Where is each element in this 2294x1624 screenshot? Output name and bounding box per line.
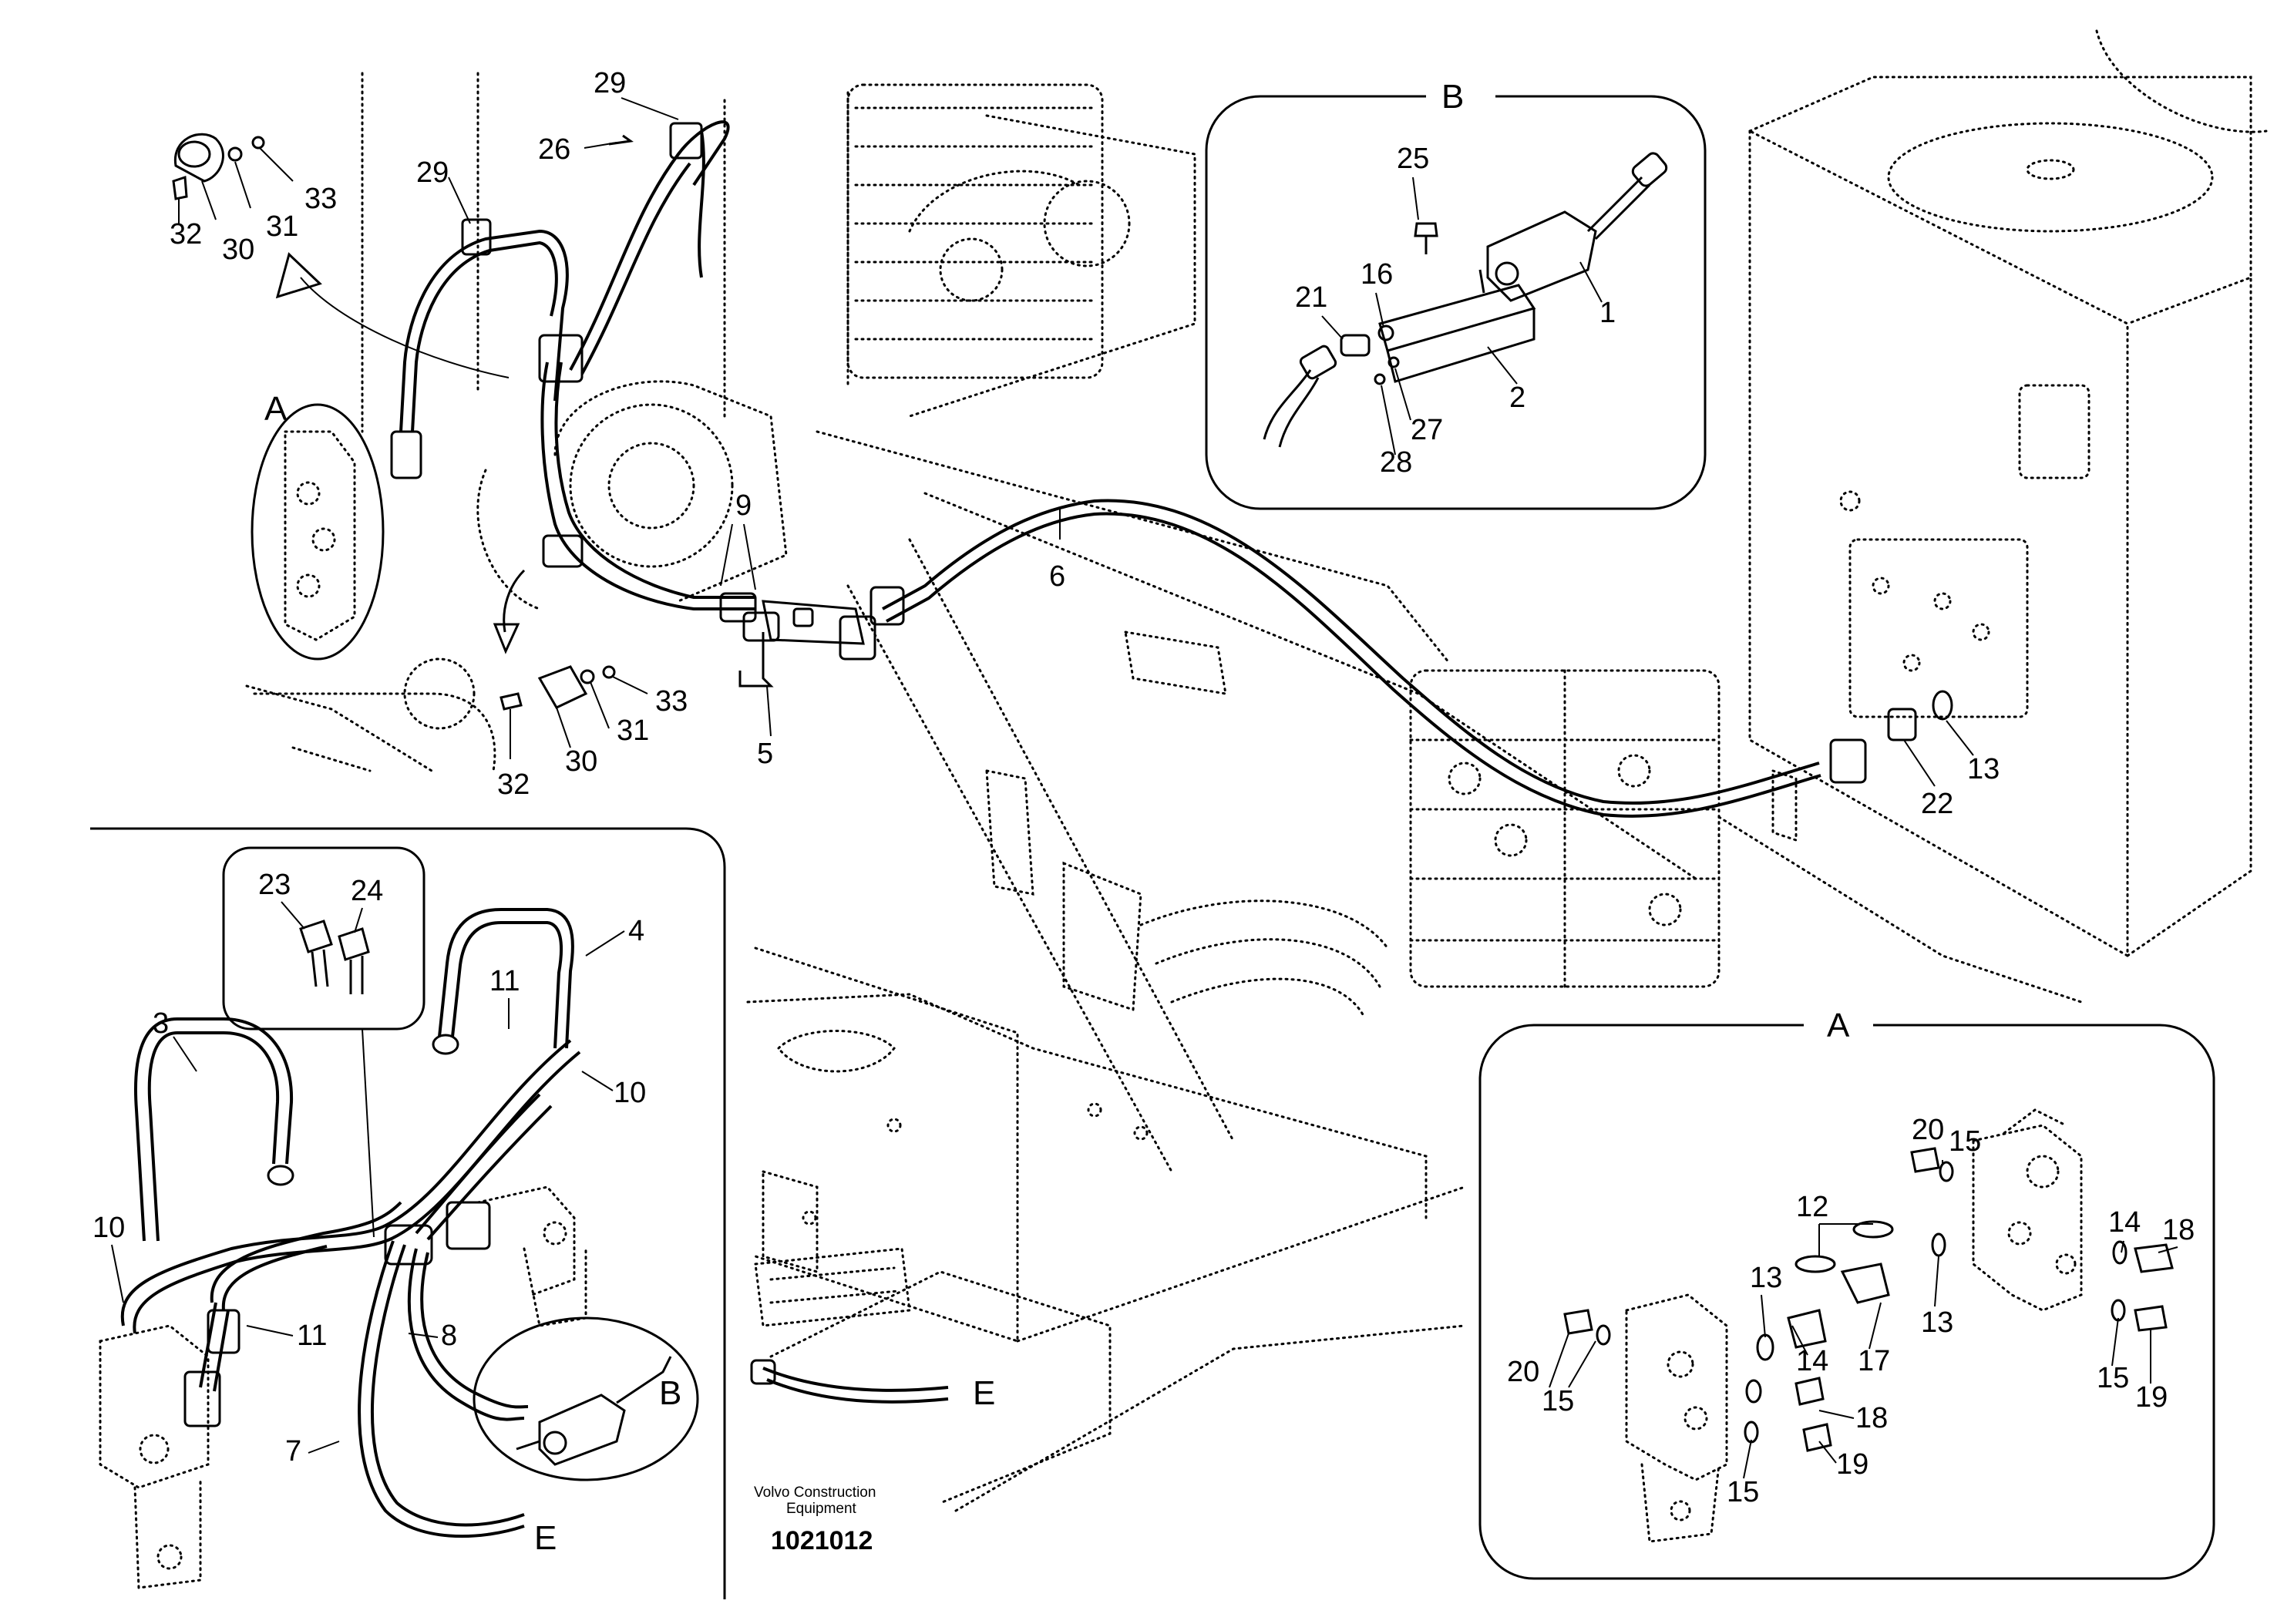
- label-17: 17: [1858, 1345, 1890, 1377]
- label-22: 22: [1921, 788, 1953, 820]
- detail-b-panel: B 25 16 21 1 2 27 28: [1205, 78, 1707, 510]
- label-6: 6: [1049, 560, 1065, 593]
- view-e-center: E: [973, 1374, 995, 1412]
- brand-line-1: Volvo Construction: [754, 1484, 876, 1501]
- label-26: 26: [538, 133, 570, 166]
- label-33b: 33: [655, 685, 688, 718]
- detail-a-callout-ellipse: [251, 403, 385, 661]
- label-11a: 11: [489, 965, 520, 997]
- main-view-labels: 29 29 26 33 31 30 32 A 9 6 5 33 31 30 32…: [170, 67, 2000, 820]
- label-18b: 18: [1855, 1402, 1888, 1434]
- label-24: 24: [351, 875, 383, 907]
- label-10b: 10: [92, 1212, 125, 1244]
- valve-a-main: [251, 403, 385, 661]
- label-1: 1: [1599, 297, 1616, 329]
- label-14b: 14: [1796, 1345, 1828, 1377]
- label-13a: 13: [1750, 1262, 1782, 1294]
- label-25: 25: [1397, 143, 1429, 175]
- label-10a: 10: [614, 1077, 646, 1109]
- label-21: 21: [1295, 281, 1327, 314]
- label-13b: 13: [1921, 1306, 1953, 1339]
- view-b-callout: B: [659, 1374, 681, 1412]
- clamp-detail-top: [172, 133, 294, 224]
- grille-pattern: [854, 106, 1096, 341]
- brand-line-2: Equipment: [786, 1501, 857, 1517]
- label-4: 4: [628, 915, 644, 947]
- label-3: 3: [153, 1007, 169, 1040]
- label-29b: 29: [416, 156, 449, 189]
- label-15d: 15: [2097, 1362, 2129, 1394]
- label-27: 27: [1411, 414, 1443, 446]
- label-12: 12: [1796, 1191, 1828, 1223]
- label-32a: 32: [170, 218, 202, 250]
- e-connection-view: E: [750, 1247, 995, 1412]
- machine-frame-outline: [245, 29, 2268, 1512]
- label-31b: 31: [617, 714, 649, 747]
- footer-block: Volvo Construction Equipment 1021012: [754, 1484, 876, 1555]
- label-5: 5: [757, 738, 773, 770]
- label-8: 8: [441, 1320, 457, 1352]
- view-b-title: B: [1441, 78, 1464, 116]
- label-15a: 15: [1949, 1125, 1981, 1158]
- label-15c: 15: [1727, 1476, 1759, 1508]
- label-29a: 29: [594, 67, 626, 99]
- label-2: 2: [1509, 382, 1525, 414]
- label-30b: 30: [565, 745, 597, 778]
- view-a-title: A: [1827, 1007, 1850, 1044]
- hose-routing-inset: 23 24: [90, 827, 726, 1599]
- label-33a: 33: [304, 183, 337, 215]
- label-30a: 30: [222, 234, 254, 266]
- label-13-main: 13: [1967, 753, 2000, 785]
- label-9: 9: [735, 489, 752, 522]
- clamp-detail-mid: [500, 665, 648, 759]
- view-e-inset: E: [534, 1519, 557, 1557]
- label-7: 7: [285, 1435, 301, 1468]
- main-hoses: [275, 120, 1953, 818]
- label-28: 28: [1380, 446, 1412, 479]
- label-31a: 31: [266, 210, 298, 243]
- label-18a: 18: [2162, 1214, 2195, 1246]
- label-19a: 19: [1836, 1448, 1868, 1481]
- label-32b: 32: [497, 768, 530, 801]
- detail-a-panel: A 20 15 12 14 18: [1478, 1007, 2215, 1580]
- label-11b: 11: [297, 1320, 327, 1352]
- label-16: 16: [1361, 258, 1393, 291]
- view-a-main-label: A: [264, 390, 288, 428]
- drawing-number: 1021012: [771, 1526, 873, 1555]
- label-23: 23: [258, 869, 291, 901]
- label-20b: 20: [1507, 1356, 1539, 1388]
- label-20a: 20: [1912, 1114, 1944, 1146]
- label-14a: 14: [2108, 1206, 2141, 1239]
- label-19b: 19: [2135, 1381, 2168, 1414]
- main-view-leaders: [448, 97, 1974, 787]
- label-15b: 15: [1542, 1385, 1574, 1417]
